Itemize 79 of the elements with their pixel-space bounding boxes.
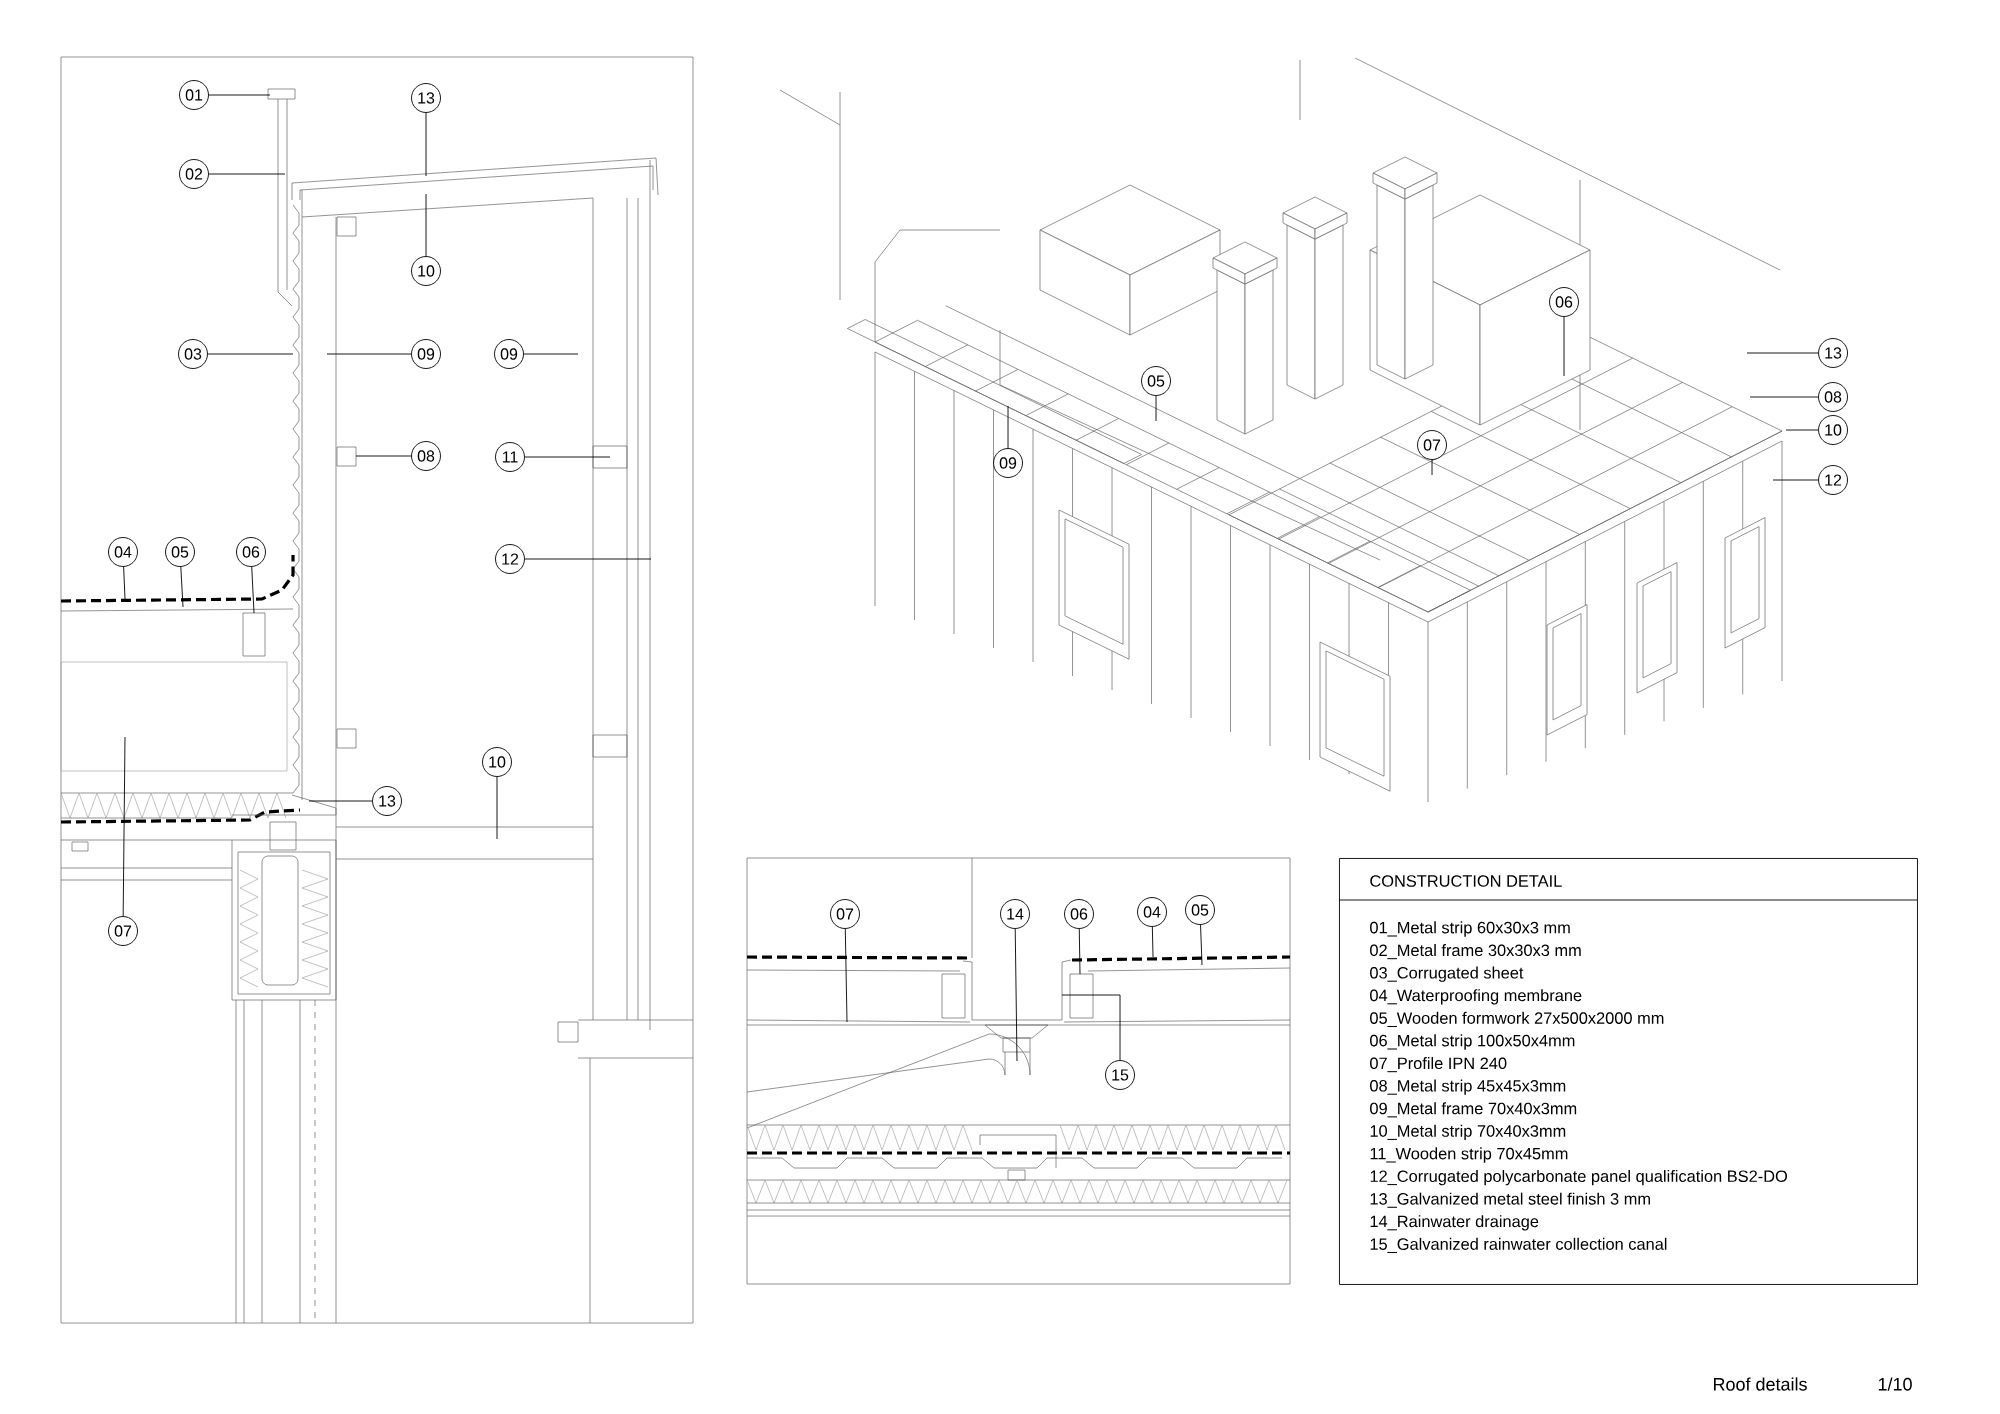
callout-number: 04 (108, 537, 138, 567)
leader-line (1772, 479, 1819, 481)
footer-title: Roof details (1713, 1377, 1807, 1391)
legend-item: 11_Wooden strip 70x45mm (1370, 1147, 1568, 1163)
leader-line (1785, 429, 1819, 431)
callout-number: 07 (1417, 430, 1447, 460)
legend-item: 05_Wooden formwork 27x500x2000 mm (1370, 1011, 1664, 1027)
callout-number: 09 (494, 339, 524, 369)
callout-number: 06 (236, 537, 266, 567)
callout-number: 08 (411, 441, 441, 471)
callout-number: 03 (178, 339, 208, 369)
leader-line (1061, 994, 1121, 1061)
legend-table (1338, 858, 1918, 1285)
leader-line (123, 566, 126, 600)
callout-number: 06 (1064, 899, 1094, 929)
table-heading: CONSTRUCTION DETAIL (1370, 875, 1562, 887)
legend-item: 14_Rainwater drainage (1370, 1215, 1539, 1231)
legend-item: 06_Metal strip 100x50x4mm (1370, 1034, 1575, 1050)
legend-item: 10_Metal strip 70x40x3mm (1370, 1124, 1566, 1141)
legend-item: 09_Metal frame 70x40x3mm (1370, 1102, 1577, 1118)
callout-number: 15 (1105, 1060, 1135, 1090)
leader-line (180, 566, 184, 608)
leader-line (1078, 928, 1081, 975)
legend-item: 13_Galvanized metal steel finish 3 mm (1370, 1192, 1650, 1208)
legend-item: 04_Waterproofing membrane (1370, 989, 1582, 1005)
callout-number: 11 (495, 442, 525, 472)
legend-item: 03_Corrugated sheet (1370, 966, 1524, 982)
legend-item: 01_Metal strip 60x30x3 mm (1370, 921, 1570, 937)
callout-number: 13 (1818, 338, 1848, 368)
callout-number: 05 (1141, 366, 1171, 396)
leader-line (425, 193, 427, 257)
callout-number: 13 (372, 786, 402, 816)
leader-line (1431, 459, 1433, 476)
legend-item: 07_Profile IPN 240 (1370, 1057, 1507, 1073)
leader-line (496, 776, 498, 840)
leader-line (1749, 396, 1819, 398)
callout-number: 05 (1185, 895, 1215, 925)
callout-number: 07 (108, 916, 138, 946)
legend-item: 02_Metal frame 30x30x3 mm (1370, 944, 1581, 960)
callout-number: 07 (830, 899, 860, 929)
leader-line (1151, 926, 1154, 958)
leader-line (355, 455, 412, 457)
callout-number: 10 (1818, 415, 1848, 445)
callout-number: 01 (179, 80, 209, 110)
leader-line (1563, 316, 1565, 377)
callout-number: 12 (495, 544, 525, 574)
leader-line (308, 800, 373, 802)
callout-number: 08 (1818, 382, 1848, 412)
leader-line (425, 112, 427, 177)
callout-number: 09 (993, 448, 1023, 478)
callout-number: 14 (1000, 899, 1030, 929)
leader-line (1200, 924, 1203, 966)
leader-line (1155, 395, 1157, 422)
callout-number: 09 (411, 339, 441, 369)
legend-item: 08_Metal strip 45x45x3mm (1370, 1079, 1566, 1095)
leader-line (122, 736, 126, 917)
leader-line (1007, 405, 1009, 449)
callout-number: 06 (1549, 287, 1579, 317)
leader-line (1746, 352, 1819, 354)
callout-number: 04 (1137, 897, 1167, 927)
callout-number: 10 (411, 256, 441, 286)
leader-line (524, 456, 611, 458)
callout-number: 10 (482, 747, 512, 777)
callout-number: 02 (179, 159, 209, 189)
leader-line (208, 173, 286, 175)
legend-item: 12_Corrugated polycarbonate panel qualification BS2-DO (1370, 1169, 1788, 1186)
leader-line (326, 353, 412, 355)
leader-line (844, 928, 848, 1023)
page-number: 1/10 (1878, 1377, 1912, 1391)
leader-line (208, 94, 271, 96)
leader-line (251, 566, 255, 614)
callout-number: 05 (165, 537, 195, 567)
callout-number: 12 (1818, 465, 1848, 495)
leader-line (1014, 928, 1018, 1062)
leader-line (207, 353, 294, 355)
legend-item: 15_Galvanized rainwater collection canal (1370, 1237, 1667, 1253)
leader-line (523, 353, 579, 355)
callout-number: 13 (411, 83, 441, 113)
leader-line (524, 558, 652, 560)
